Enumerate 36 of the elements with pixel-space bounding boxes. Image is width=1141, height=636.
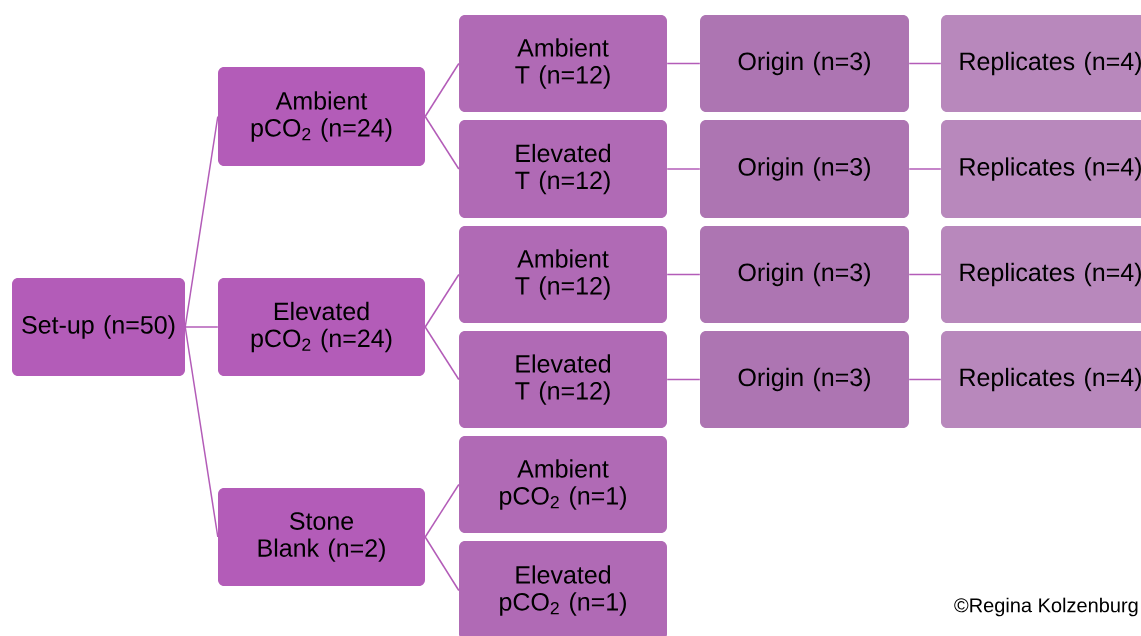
process-box: Ambient T (n=12): [459, 15, 667, 112]
process-box: Origin (n=3): [700, 15, 909, 112]
connector-line: [424, 483, 460, 538]
process-box: Elevated pCO$_{2}$ (n=24): [218, 278, 425, 376]
process-box: Ambient pCO$_{2}$ (n=1): [459, 436, 667, 533]
connector-line: [666, 378, 701, 381]
process-box: Replicates (n=4): [941, 120, 1141, 218]
connector-line: [184, 115, 219, 328]
connector-line: [666, 273, 701, 276]
process-box: Stone Blank (n=2): [218, 488, 425, 586]
connector-line: [424, 115, 460, 170]
connector-line: [908, 62, 942, 65]
process-box: Replicates (n=4): [941, 331, 1141, 428]
connector-line: [184, 326, 219, 538]
connector-line: [666, 62, 701, 65]
connector-line: [184, 326, 219, 328]
connector-line: [424, 62, 460, 118]
copyright-note: ©Regina Kolzenburg: [954, 597, 1138, 617]
connector-line: [424, 273, 460, 328]
connector-line: [908, 273, 942, 276]
process-box: Replicates (n=4): [941, 226, 1141, 323]
connector-line: [424, 536, 460, 592]
process-box: Ambient T (n=12): [459, 226, 667, 323]
process-box: Elevated T (n=12): [459, 120, 667, 218]
process-box: Replicates (n=4): [941, 15, 1141, 112]
process-box: Set-up (n=50): [12, 278, 185, 376]
connector-line: [908, 168, 942, 170]
process-box: Elevated T (n=12): [459, 331, 667, 428]
process-box: Origin (n=3): [700, 331, 909, 428]
connector-line: [424, 326, 460, 381]
process-box: Elevated pCO$_{2}$ (n=1): [459, 541, 667, 636]
process-box: Ambient pCO$_{2}$ (n=24): [218, 67, 425, 166]
connector-line: [908, 378, 942, 381]
connector-line: [666, 168, 701, 170]
process-box: Origin (n=3): [700, 226, 909, 323]
process-box: Origin (n=3): [700, 120, 909, 218]
